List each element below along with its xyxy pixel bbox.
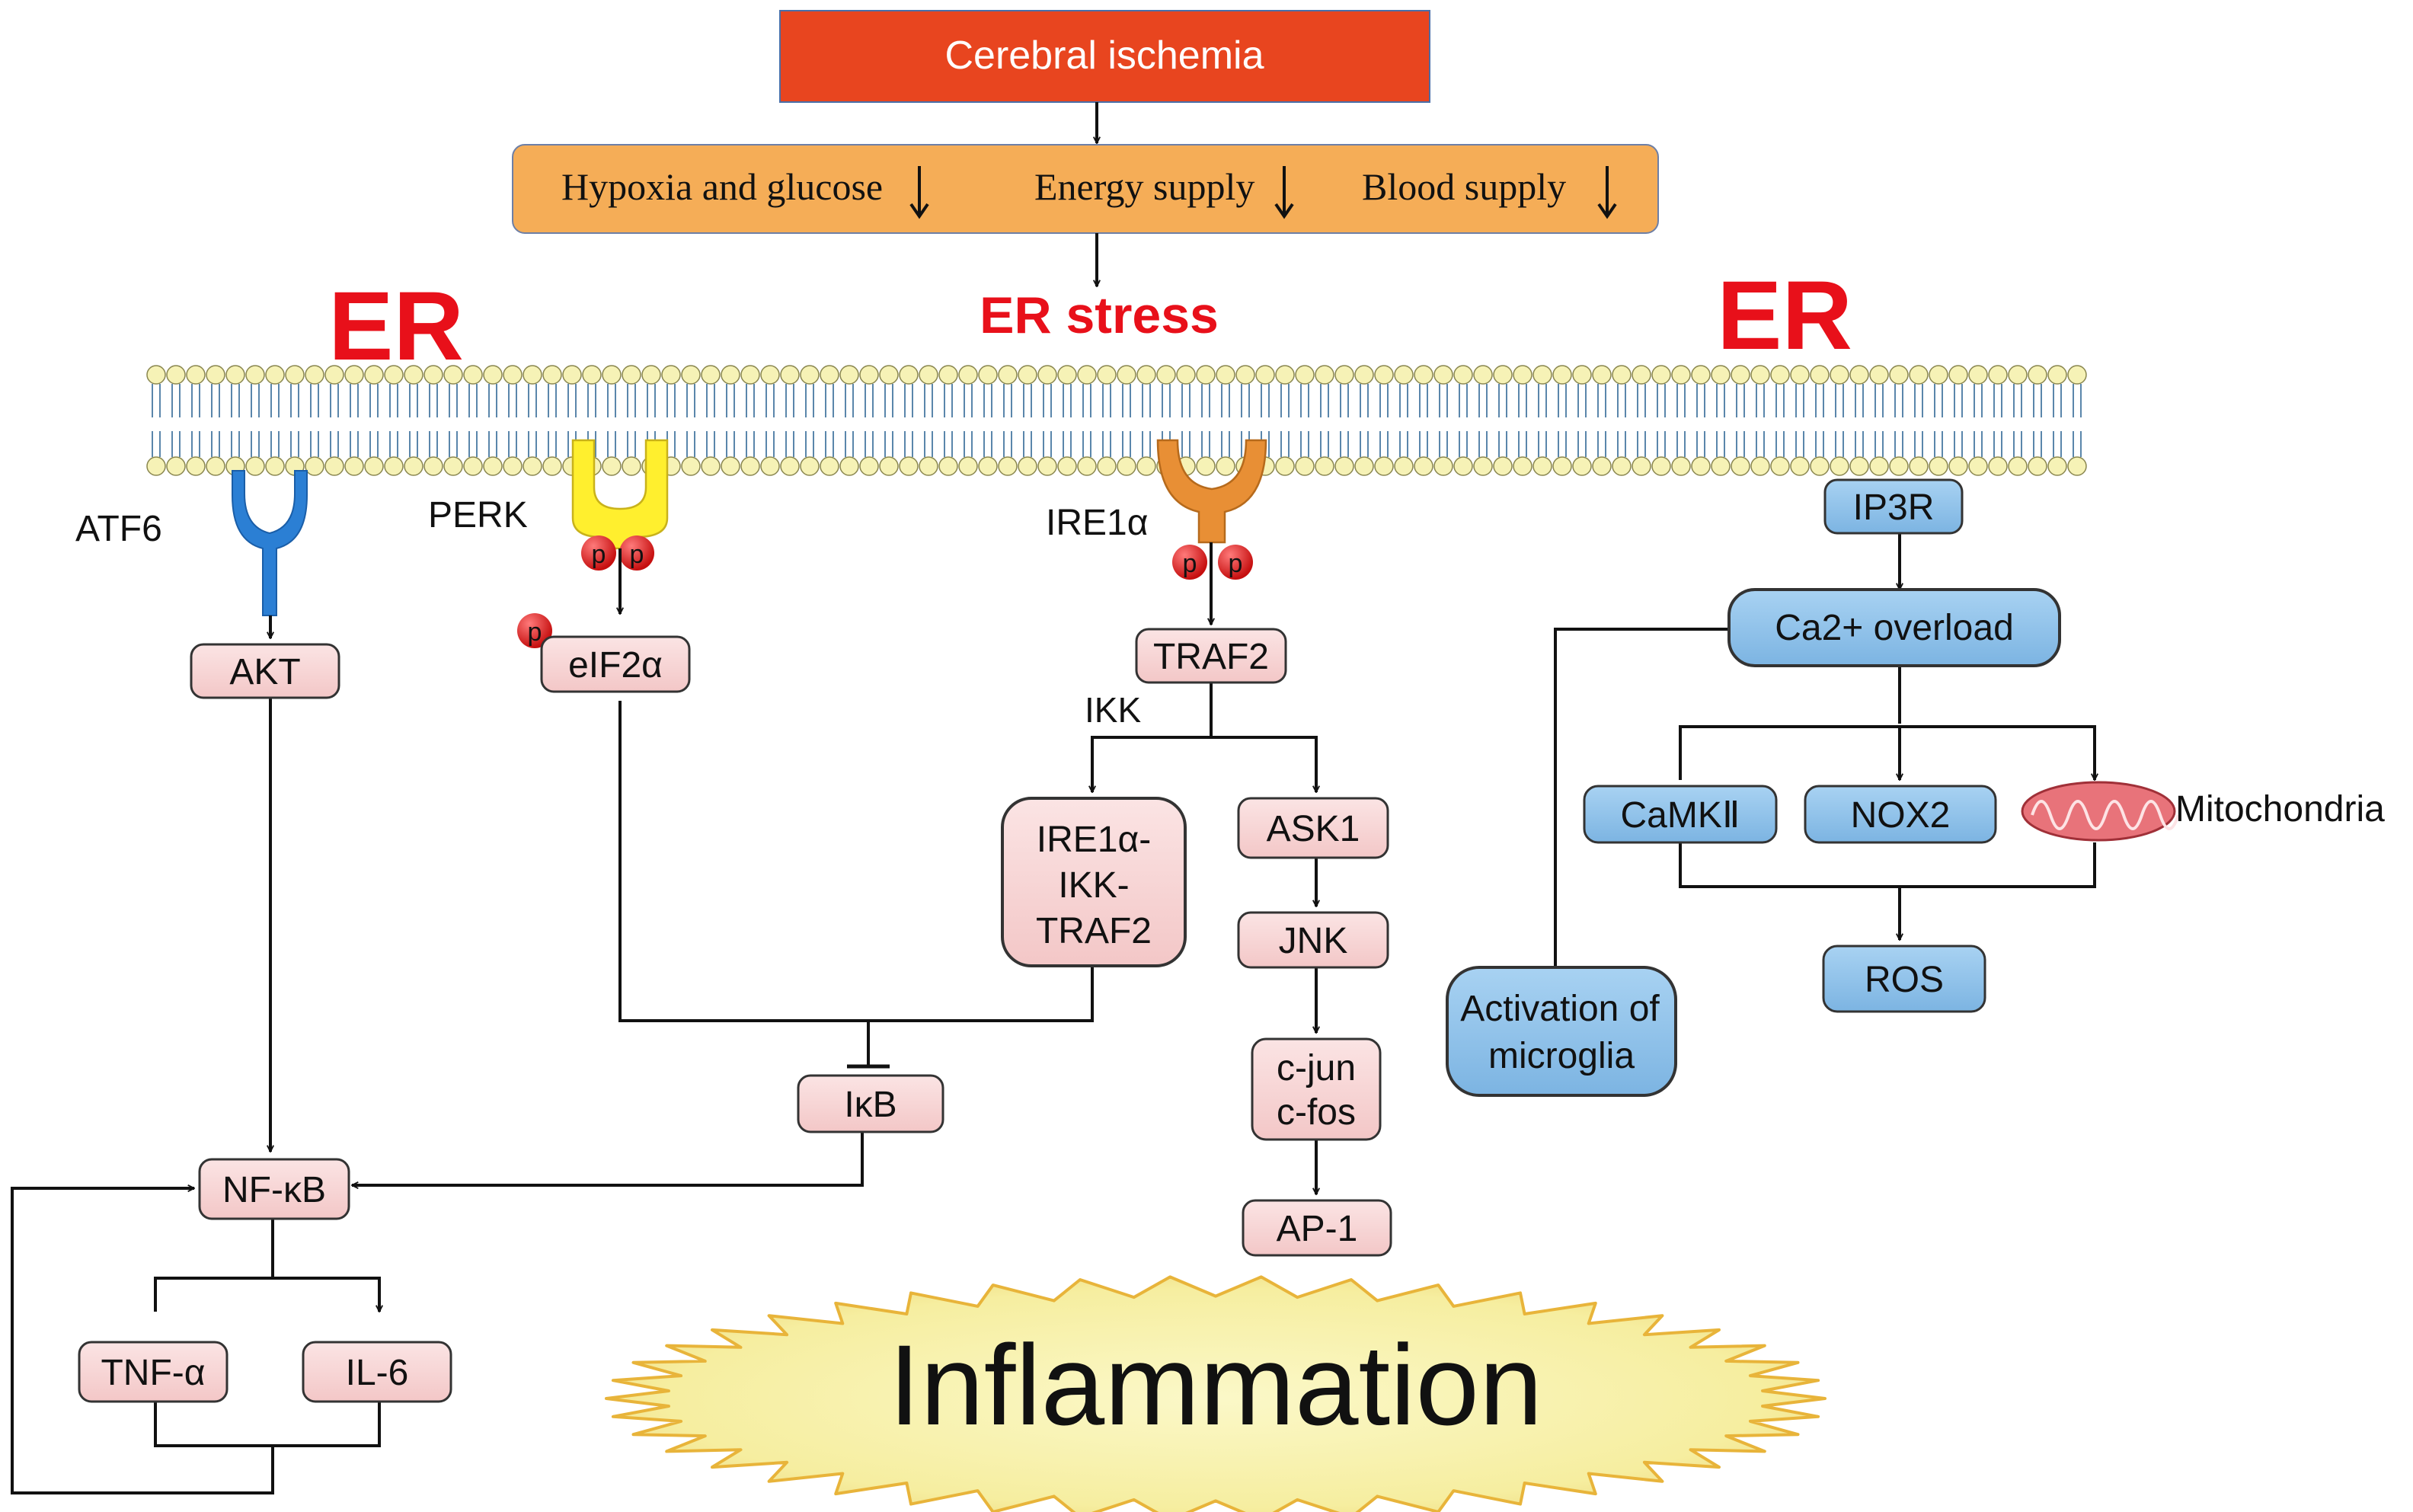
tnfa-node (78, 1341, 229, 1403)
ros-label: ROS (1865, 960, 1944, 1000)
ikk-label: IKK (1085, 690, 1141, 730)
microglia-label-line2: microglia (1488, 1036, 1635, 1076)
down-arrow-icon (909, 166, 929, 219)
complex-label-line3: TRAF2 (1036, 911, 1152, 951)
phospho-icon (1218, 545, 1253, 580)
atf6-label: ATF6 (75, 509, 162, 549)
svg-text:p: p (630, 540, 644, 569)
svg-text:p: p (1229, 549, 1243, 578)
ikb-label: IκB (844, 1085, 896, 1125)
camk-label: CaMKⅡ (1621, 795, 1740, 836)
er-stress-label: ER stress (980, 286, 1219, 344)
tnfa-label: TNF-α (101, 1353, 205, 1393)
blue-nodes (1446, 478, 2061, 1097)
mitochondria-icon (2021, 781, 2180, 842)
ire1a-ikk-traf2-node (1001, 797, 1187, 967)
er-membrane-bilayer (146, 365, 2087, 476)
phospho-icon (517, 613, 552, 648)
ikb-node (797, 1074, 944, 1133)
ire1a-label: IRE1α (1046, 503, 1148, 543)
blue-node-labels: IP3R Ca2+ overload CaMKⅡ NOX2 ROS Activa… (1460, 487, 2014, 1076)
jnk-label: JNK (1279, 921, 1348, 961)
ap1-node (1242, 1199, 1392, 1257)
ap1-label: AP-1 (1277, 1209, 1358, 1249)
il6-label: IL-6 (346, 1353, 409, 1393)
nfkb-node (198, 1158, 350, 1220)
svg-text:p: p (1183, 549, 1197, 578)
ire1a-receptor-icon (1156, 439, 1267, 544)
pink-node-labels: AKT eIF2α TRAF2 IRE1α- IKK- TRAF2 ASK1 J… (101, 637, 1360, 1393)
decrease-arrows (909, 166, 1617, 219)
complex-label-line1: IRE1α- (1037, 820, 1151, 860)
traf2-label: TRAF2 (1153, 637, 1269, 677)
connectors-right (1554, 533, 2095, 978)
condition-energy: Energy supply (1034, 165, 1254, 208)
ask1-node (1237, 797, 1389, 859)
down-arrow-icon (1274, 166, 1294, 219)
connectors (11, 542, 1316, 1494)
pink-nodes (78, 628, 1392, 1403)
inflammation-burst (605, 1275, 1827, 1512)
inflammation-label: Inflammation (889, 1321, 1543, 1449)
eif2a-node (540, 635, 691, 693)
akt-node (190, 643, 340, 699)
phospho-icon (619, 535, 654, 571)
ip3r-label: IP3R (1853, 487, 1935, 528)
er-label-left: ER (328, 272, 464, 381)
condition-hypoxia: Hypoxia and glucose (561, 165, 883, 208)
microglia-label-line1: Activation of (1460, 989, 1660, 1029)
condition-blood: Blood supply (1362, 165, 1566, 208)
svg-text:p: p (528, 618, 542, 647)
ros-node (1822, 945, 1986, 1013)
atf6-receptor-icon (232, 470, 308, 616)
akt-label: AKT (229, 652, 300, 692)
phospho-group: p p p p p (517, 535, 1253, 648)
er-label-right: ER (1717, 261, 1852, 370)
nfkb-label: NF-κB (222, 1170, 326, 1210)
phospho-icon (581, 535, 616, 571)
complex-label-line2: IKK- (1058, 865, 1129, 906)
ca-overload-label: Ca2+ overload (1775, 608, 2014, 648)
cerebral-ischemia-label: Cerebral ischemia (944, 34, 1264, 78)
il6-node (302, 1341, 452, 1403)
nox2-label: NOX2 (1851, 795, 1951, 836)
perk-label: PERK (428, 495, 528, 535)
svg-text:p: p (592, 540, 606, 569)
mitochondria-label: Mitochondria (2175, 789, 2385, 830)
conditions-box (512, 144, 1659, 234)
nox2-node (1804, 785, 1997, 844)
perk-receptor-icon (571, 439, 669, 550)
cjun-cfos-node (1251, 1037, 1382, 1141)
ca-overload-node (1727, 588, 2061, 667)
cjun-label: c-jun (1277, 1048, 1356, 1088)
eif2a-label: eIF2α (568, 645, 663, 686)
traf2-node (1135, 628, 1287, 684)
ip3r-node (1823, 478, 1964, 535)
down-arrow-icon (1597, 166, 1617, 219)
microglia-node (1446, 966, 1677, 1097)
cerebral-ischemia-box (779, 10, 1430, 103)
cfos-label: c-fos (1277, 1092, 1356, 1133)
camk-node (1583, 785, 1778, 844)
phospho-icon (1172, 545, 1207, 580)
jnk-node (1237, 911, 1389, 969)
ask1-label: ASK1 (1267, 809, 1360, 849)
